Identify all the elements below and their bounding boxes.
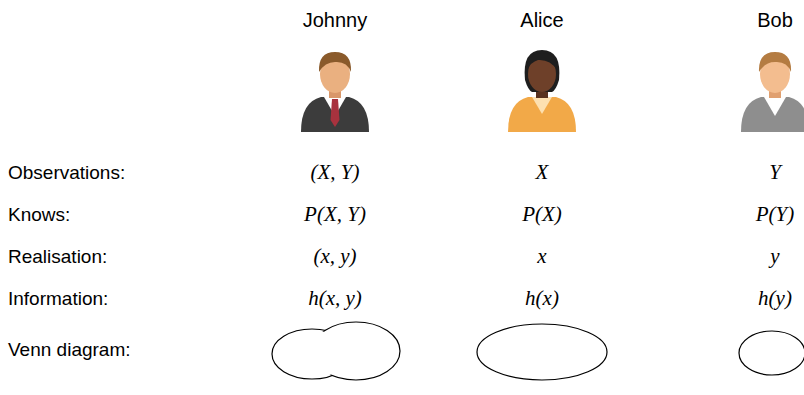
math-expression: y <box>770 244 779 269</box>
math-expression: (X, Y) <box>311 160 360 185</box>
venn-circle <box>739 331 804 375</box>
math-expression: X <box>536 160 549 185</box>
math-expression: h(x) <box>525 286 559 311</box>
venn-circle <box>477 324 607 380</box>
person-name: Bob <box>757 8 793 32</box>
row-label: Knows: <box>8 204 70 227</box>
person-name: Johnny <box>303 8 368 32</box>
math-expression: (x, y) <box>313 244 356 269</box>
math-expression: x <box>537 244 546 269</box>
math-expression: Y <box>769 160 781 185</box>
math-expression: h(x, y) <box>308 286 362 311</box>
math-expression: h(y) <box>758 286 792 311</box>
row-label: Realisation: <box>8 246 107 269</box>
math-expression: P(Y) <box>756 202 795 227</box>
person-icon <box>508 50 576 132</box>
person-icon <box>301 52 369 132</box>
row-label: Information: <box>8 288 108 311</box>
person-icon <box>741 52 804 132</box>
math-expression: P(X, Y) <box>304 202 366 227</box>
math-expression: P(X) <box>522 202 562 227</box>
venn-union <box>272 322 400 380</box>
person-name: Alice <box>520 8 563 32</box>
row-label: Observations: <box>8 162 125 185</box>
row-label: Venn diagram: <box>8 339 131 362</box>
